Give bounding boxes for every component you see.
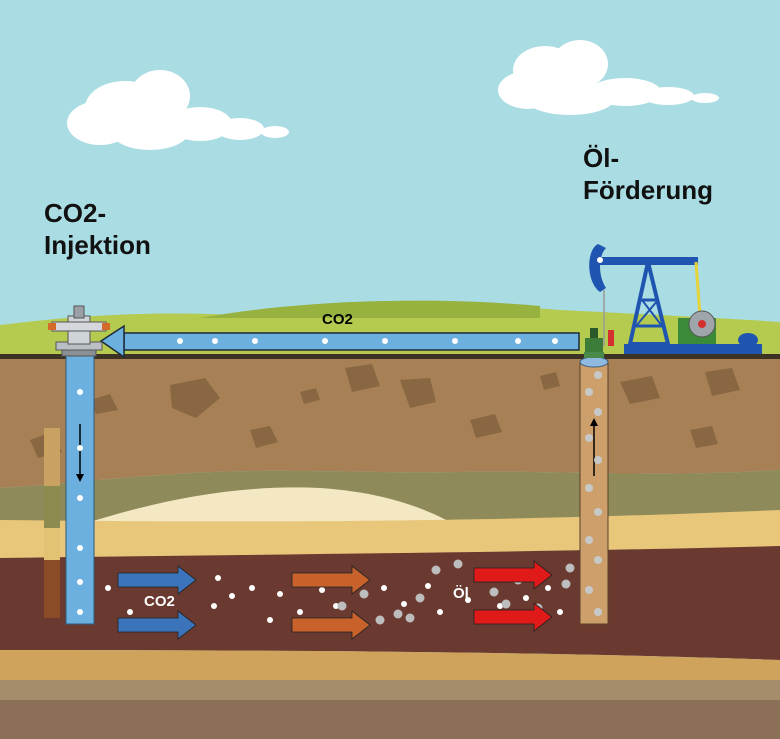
pipe-bubble — [382, 338, 388, 344]
production-label-line1: Öl- — [583, 143, 620, 173]
sand-lens — [90, 487, 450, 522]
reservoir-co2-bubble — [229, 593, 235, 599]
co2-flow-arrow-icon — [117, 610, 197, 640]
injection-well-bubble — [77, 545, 83, 551]
injection-well-bubble — [77, 445, 83, 451]
reservoir-co2-bubble — [523, 595, 529, 601]
co2-pipe — [123, 332, 580, 351]
reservoir-co2-bubble — [401, 601, 407, 607]
production-well-bubble — [594, 556, 602, 564]
mixed-flow-arrow-icon — [291, 565, 371, 595]
pipe-bubble — [252, 338, 258, 344]
production-label-line2: Förderung — [583, 174, 713, 205]
reservoir-co2-label: CO2 — [144, 593, 175, 610]
oil-flow-arrow-icon — [473, 602, 553, 632]
reservoir-co2-bubble — [215, 575, 221, 581]
oil-droplet — [405, 613, 415, 623]
soil-rocks — [30, 364, 740, 458]
production-well-bubble — [585, 484, 593, 492]
production-well — [579, 361, 609, 625]
production-well-bubble — [585, 536, 593, 544]
reservoir-co2-bubble — [297, 609, 303, 615]
reservoir-co2-bubble — [425, 583, 431, 589]
reservoir-co2-bubble — [437, 609, 443, 615]
flow-arrows — [117, 560, 553, 640]
oil-droplet — [359, 589, 369, 599]
injection-label-line1: CO2- — [44, 198, 107, 228]
depth-strip — [44, 428, 60, 618]
reservoir-layer — [0, 546, 780, 660]
oil-droplet — [393, 609, 403, 619]
production-well-bubble — [585, 388, 593, 396]
reservoir-co2-bubble — [267, 617, 273, 623]
oil-droplet — [375, 615, 385, 625]
pipe-bubble — [515, 338, 521, 344]
production-well-bubble — [594, 508, 602, 516]
oil-droplet — [565, 563, 575, 573]
oil-droplet — [337, 601, 347, 611]
reservoir-co2-bubble — [333, 603, 339, 609]
pipe-bubble — [452, 338, 458, 344]
pipe-co2-label: CO2 — [322, 311, 353, 328]
reservoir-co2-bubble — [211, 603, 217, 609]
production-well-bubble — [594, 408, 602, 416]
lower-layer-1 — [0, 650, 780, 680]
injection-label-line2: Injektion — [44, 229, 151, 260]
pipe-bubble — [177, 338, 183, 344]
oil-droplet — [501, 599, 511, 609]
injection-label: CO2- Injektion — [44, 198, 194, 261]
reservoir-co2-bubble — [127, 609, 133, 615]
oil-droplet — [431, 565, 441, 575]
pipe-bubble — [322, 338, 328, 344]
reservoir-oil-label: Öl — [453, 585, 469, 602]
reservoir-co2-bubble — [105, 585, 111, 591]
reservoir-co2-bubble — [545, 585, 551, 591]
production-label: Öl- Förderung — [583, 143, 753, 206]
production-well-bubble — [594, 456, 602, 464]
co2-pipe-arrow-icon — [99, 324, 125, 359]
pump-jack-icon — [589, 244, 762, 354]
reservoir-co2-bubble — [249, 585, 255, 591]
reservoir-co2-bubble — [319, 587, 325, 593]
production-well-bubble — [585, 434, 593, 442]
reservoir-co2-bubble — [465, 597, 471, 603]
reservoir-co2-bubble — [557, 609, 563, 615]
production-well-top — [579, 356, 609, 368]
lower-layer-3 — [0, 700, 780, 739]
up-arrow-head — [590, 418, 598, 426]
production-well-bubble — [594, 371, 602, 379]
production-valve-icon — [584, 328, 604, 358]
injection-well-bubble — [77, 495, 83, 501]
injection-well-bubble — [77, 389, 83, 395]
cloud-icon — [498, 40, 719, 115]
injection-well-bubble — [77, 609, 83, 615]
oil-droplet — [561, 579, 571, 589]
pipe-bubble — [552, 338, 558, 344]
lower-layer-2 — [0, 680, 780, 700]
reservoir-co2-bubble — [381, 585, 387, 591]
pipe-bubble — [212, 338, 218, 344]
reservoir-co2-bubble — [277, 591, 283, 597]
grass-hill-back — [200, 300, 540, 318]
oil-droplet — [489, 587, 499, 597]
wellhead-valve-icon — [48, 305, 110, 357]
production-well-bubble — [585, 586, 593, 594]
oil-droplet — [453, 559, 463, 569]
mixed-flow-arrow-icon — [291, 610, 371, 640]
reservoir-co2-bubble — [497, 603, 503, 609]
co2-bubbles — [77, 338, 602, 625]
soil-layer — [0, 359, 780, 488]
ground-line — [0, 354, 780, 359]
oil-droplet — [415, 593, 425, 603]
production-well-bubble — [594, 608, 602, 616]
down-arrow-head — [76, 474, 84, 482]
injection-well-bubble — [77, 579, 83, 585]
cloud-icon — [67, 70, 289, 150]
oil-flow-arrow-icon — [473, 560, 553, 590]
co2-flow-arrow-icon — [117, 565, 197, 595]
